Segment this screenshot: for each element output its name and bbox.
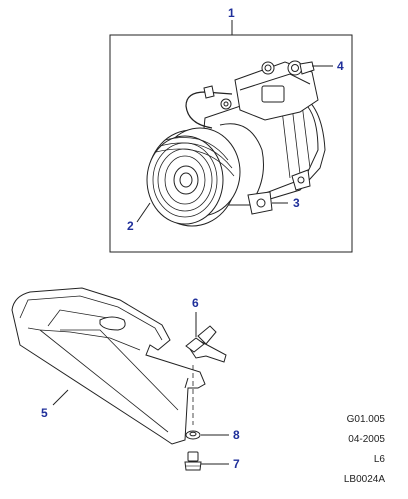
pulley-clutch [146,127,241,227]
reference-date: 04-2005 [348,434,385,445]
service-port-fitting [299,61,315,75]
callout-5: 5 [41,406,48,420]
clip-nut [185,325,227,363]
callout-6: 6 [192,296,199,310]
reference-code: G01.005 [346,414,385,425]
callout-5-leader [52,389,69,406]
callout-3: 3 [293,196,300,210]
callout-4: 4 [337,59,344,73]
compressor [146,60,326,227]
heat-shield [11,287,206,445]
bolt [184,451,202,471]
assembly-frame [109,34,353,253]
reference-block: G01.005 04-2005 L6 LB0024A [344,410,385,490]
callout-8: 8 [233,428,240,442]
callout-2-leader [136,202,151,223]
callout-7: 7 [233,457,240,471]
callout-2: 2 [127,219,134,233]
callout-1: 1 [228,6,235,20]
reference-illustration-id: LB0024A [343,474,385,485]
reference-engine: L6 [373,454,385,465]
washer [185,430,201,440]
